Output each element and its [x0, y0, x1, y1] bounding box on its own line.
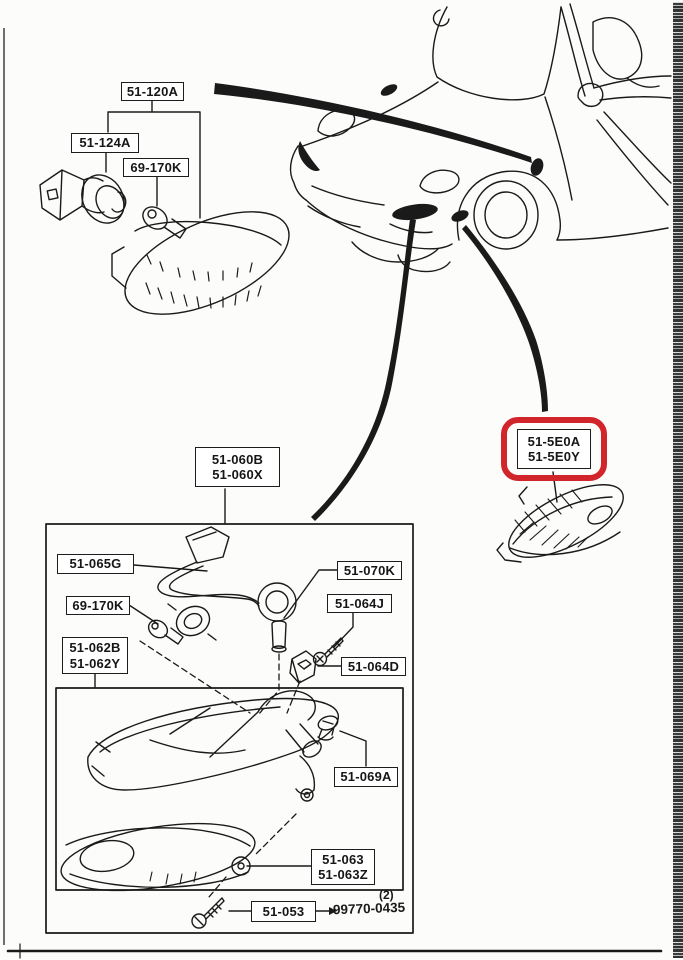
- ref-arrow: [315, 907, 337, 915]
- bumper-side-marker-dark: [451, 210, 469, 222]
- hood-vent: [380, 84, 398, 96]
- part-label-line: 51-5E0A: [527, 433, 581, 449]
- page-edge-line: [3, 28, 5, 945]
- bulb-socket-illustration: [39, 169, 127, 224]
- side-marker-lamp-illustration: [496, 471, 624, 563]
- part-label-51-065G[interactable]: 51-065G: [57, 554, 134, 574]
- part-label-line: 51-063Z: [318, 867, 368, 882]
- part-label-51-064D[interactable]: 51-064D: [341, 657, 406, 676]
- side-turn-lamp-illustration: [111, 211, 290, 315]
- part-label-51-053[interactable]: 51-053: [251, 901, 316, 922]
- bulb-illustration: [271, 569, 338, 653]
- part-label-line: 51-062B: [69, 640, 121, 655]
- part-label-51-070K[interactable]: 51-070K: [337, 561, 402, 580]
- part-label-line: 51-063: [322, 851, 364, 867]
- quantity-note: (2): [379, 888, 394, 902]
- assembly-outer-box: [45, 523, 414, 934]
- assembly-inner-box: [55, 687, 404, 891]
- door-mirror: [577, 82, 604, 108]
- swoosh-to-front-lamp-box: [311, 219, 416, 521]
- lens-illustration: [60, 822, 312, 892]
- part-label-51-120A[interactable]: 51-120A: [121, 82, 184, 101]
- swoosh-to-fender-repeater: [214, 83, 532, 163]
- part-label-51-060B-51-060X[interactable]: 51-060B 51-060X: [195, 447, 280, 487]
- front-turn-signal-dark: [392, 203, 438, 221]
- top-left-leader-lines: [105, 99, 201, 219]
- screw-illustration-lower: [191, 897, 252, 929]
- part-label-line: 51-060B: [211, 451, 264, 467]
- part-label-51-064J[interactable]: 51-064J: [327, 594, 392, 613]
- screw-illustration-upper: [312, 612, 354, 667]
- part-label-line: 51-060X: [212, 467, 263, 482]
- clip-illustration: [317, 715, 367, 767]
- part-label-51-062B-51-062Y[interactable]: 51-062B 51-062Y: [62, 637, 128, 674]
- headlight-cover-right: [419, 169, 460, 194]
- label-connector-lines: [94, 488, 226, 688]
- lamp-housing-illustration: [87, 690, 339, 802]
- scan-edge-band: [673, 2, 683, 958]
- headlight-cover-left: [317, 109, 356, 137]
- part-label-51-124A[interactable]: 51-124A: [71, 133, 139, 153]
- part-label-line: 51-062Y: [69, 655, 121, 671]
- wiper-nub: [432, 9, 450, 27]
- fender-repeater-dark: [530, 158, 544, 176]
- part-label-69-170K-lower[interactable]: 69-170K: [66, 596, 130, 615]
- car-illustration: [289, 3, 672, 273]
- part-label-51-069A[interactable]: 51-069A: [334, 767, 398, 787]
- reference-number: 99770-0435: [332, 899, 406, 918]
- page-bottom-rule: [6, 943, 663, 959]
- part-label-51-5E0A-51-5E0Y[interactable]: 51-5E0A 51-5E0Y: [517, 429, 591, 469]
- part-label-69-170K-top[interactable]: 69-170K: [123, 158, 189, 177]
- part-label-51-063-51-063Z[interactable]: 51-063 51-063Z: [311, 849, 375, 885]
- corner-lamp-dark: [298, 141, 320, 172]
- part-label-line: 51-5E0Y: [528, 449, 580, 464]
- wedge-bulb-illustration-top: [142, 206, 187, 239]
- nut-clip-illustration: [289, 650, 342, 684]
- pointer-swooshes: [214, 83, 548, 521]
- swoosh-to-side-marker: [462, 225, 548, 412]
- dashed-leader-lines: [139, 640, 301, 898]
- wedge-bulb-illustration-lower: [128, 604, 184, 645]
- highlight-ring[interactable]: 51-5E0A 51-5E0Y: [501, 417, 607, 481]
